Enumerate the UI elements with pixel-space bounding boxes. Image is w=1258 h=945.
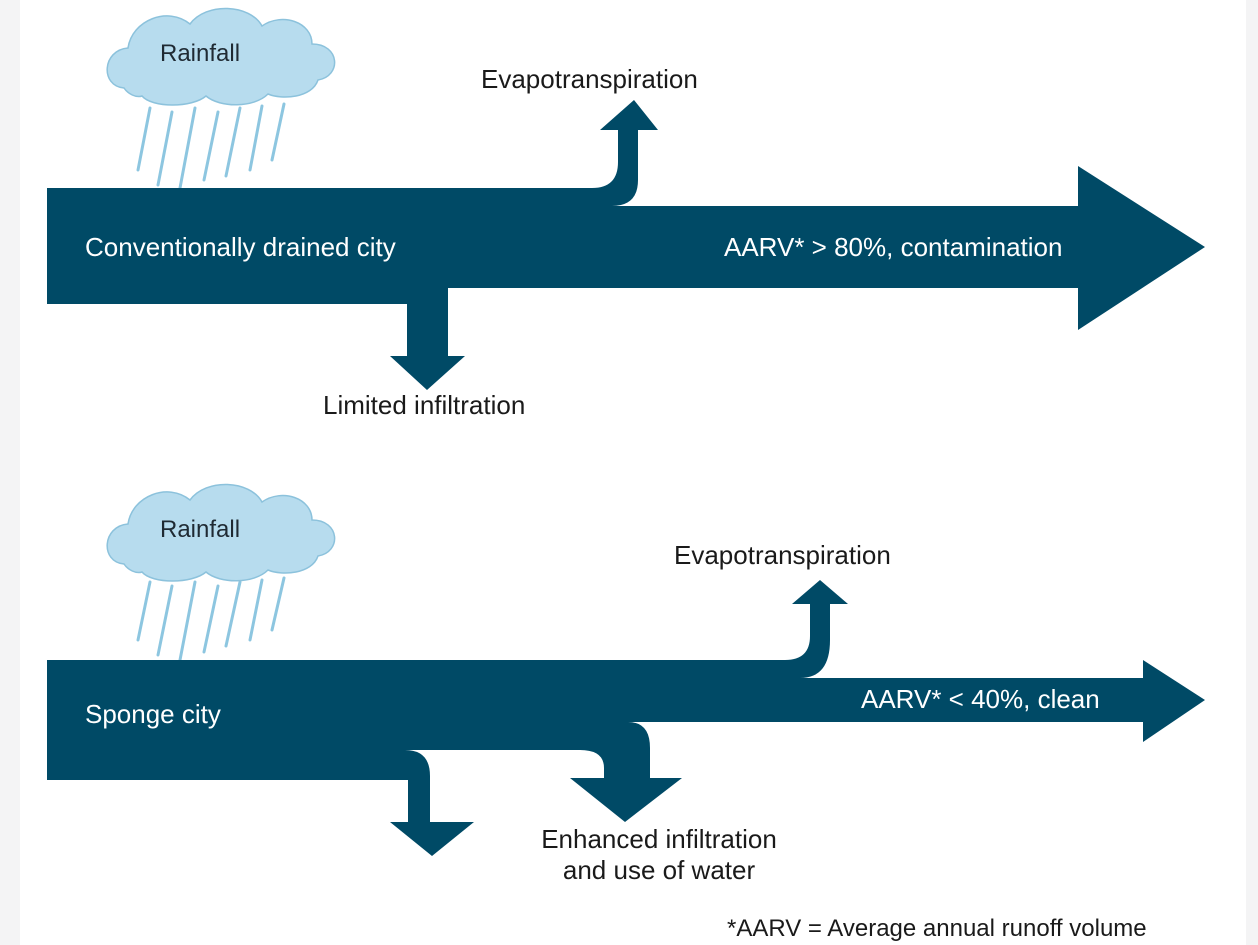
- top-city-label: Conventionally drained city: [85, 232, 396, 262]
- bottom-city-label: Sponge city: [85, 699, 221, 729]
- bottom-rainfall-label: Rainfall: [160, 516, 241, 543]
- top-rainfall-label: Rainfall: [160, 40, 241, 67]
- footnote: *AARV = Average annual runoff volume: [727, 915, 1147, 942]
- bottom-rain-icon: [136, 576, 286, 662]
- top-runoff-label: AARV* > 80%, contamination: [724, 232, 1063, 262]
- bottom-infiltration-label-line1: Enhanced infiltration: [541, 824, 777, 854]
- bottom-cloud-shape: [106, 483, 336, 582]
- top-evapotranspiration-label: Evapotranspiration: [481, 64, 698, 94]
- top-infiltration-label: Limited infiltration: [323, 390, 526, 420]
- top-cloud-shape: [106, 7, 336, 106]
- bottom-runoff-label: AARV* < 40%, clean: [861, 684, 1100, 714]
- bottom-infiltration-label-line2: and use of water: [562, 855, 756, 885]
- bottom-flow-arrow: [47, 580, 1205, 856]
- bottom-cloud-icon: [106, 483, 336, 662]
- bottom-evapotranspiration-label: Evapotranspiration: [674, 540, 891, 570]
- top-flow-arrow: [47, 100, 1205, 390]
- top-rain-icon: [136, 102, 286, 190]
- top-cloud-icon: [106, 7, 336, 190]
